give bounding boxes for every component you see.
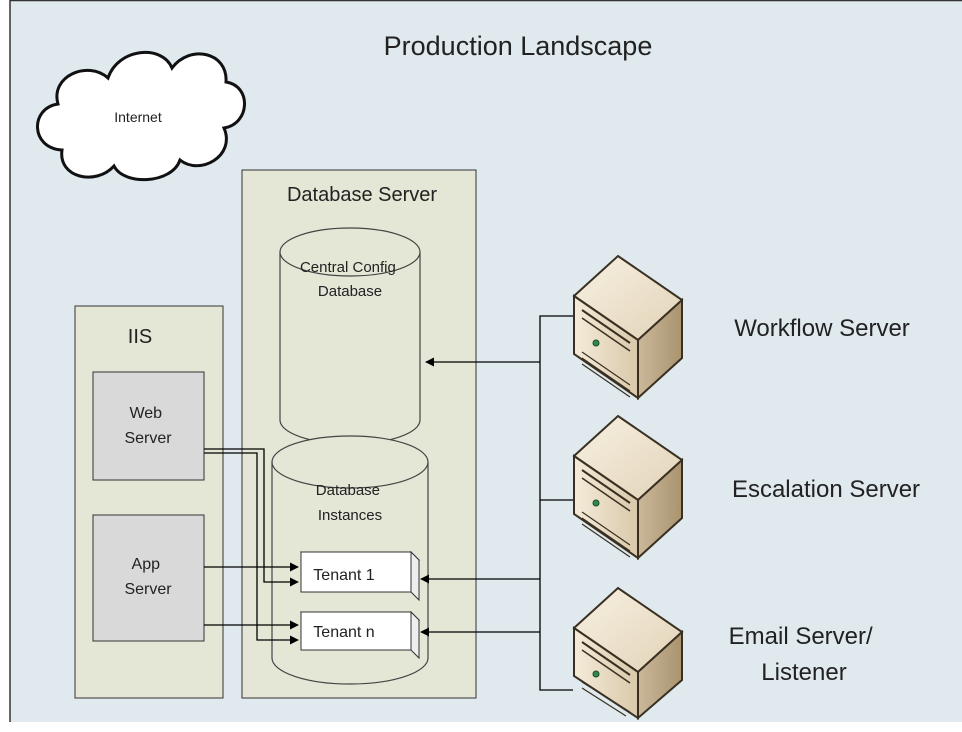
- database-instances-label: Database Instances: [316, 482, 384, 524]
- central-config-label-line1: Central Config: [300, 259, 396, 276]
- workflow-server-tower-icon: [572, 254, 684, 401]
- app-server-box: [92, 514, 205, 642]
- escalation-server-label: Escalation Server: [732, 476, 920, 503]
- iis-panel: IIS Web Server App Server: [74, 305, 224, 699]
- iis-label: IIS: [128, 326, 152, 348]
- page-title: Production Landscape: [384, 31, 653, 61]
- internet-cloud: Internet: [36, 50, 246, 181]
- server-connectors: [420, 315, 573, 691]
- web-server-label-line2: Server: [124, 430, 172, 447]
- database-server-panel: Database Server Central Config Database …: [241, 169, 477, 699]
- workflow-server: Workflow Server: [572, 254, 910, 401]
- server-bus-line: [539, 315, 573, 691]
- tenant-n-box: Tenant n: [299, 610, 421, 660]
- escalation-server-tower-icon: [572, 414, 684, 561]
- database-server-label: Database Server: [287, 184, 437, 206]
- central-config-label-line2: Database: [318, 283, 382, 300]
- app-server-label-line2: Server: [124, 581, 172, 598]
- app-server-label: App Server: [124, 556, 172, 598]
- email-server: Email Server/ Listener: [572, 586, 880, 721]
- tenant-1-label: Tenant 1: [313, 567, 374, 584]
- internet-label: Internet: [114, 109, 162, 125]
- iis-connectors: [204, 448, 299, 645]
- app-server-label-line1: App: [132, 556, 161, 573]
- tenant-n-label: Tenant n: [313, 624, 374, 641]
- web-server-label-line1: Web: [129, 405, 162, 422]
- workflow-server-label: Workflow Server: [734, 315, 910, 342]
- email-server-tower-icon: [572, 586, 684, 721]
- web-server-label: Web Server: [124, 405, 172, 447]
- web-to-tenantn-line: [204, 452, 299, 645]
- database-instances-label-line1: Database: [316, 482, 380, 499]
- web-to-tenant1-line: [204, 448, 299, 587]
- email-server-label: Email Server/ Listener: [729, 623, 880, 686]
- email-server-label-line2: Listener: [761, 659, 846, 686]
- database-instances-label-line2: Instances: [318, 507, 382, 524]
- web-server-box: [92, 371, 205, 481]
- tenant-1-box: Tenant 1: [299, 550, 421, 602]
- central-config-database: Central Config Database: [279, 227, 421, 445]
- escalation-server: Escalation Server: [572, 414, 920, 561]
- central-config-label: Central Config Database: [300, 259, 400, 300]
- email-server-label-line1: Email Server/: [729, 623, 873, 650]
